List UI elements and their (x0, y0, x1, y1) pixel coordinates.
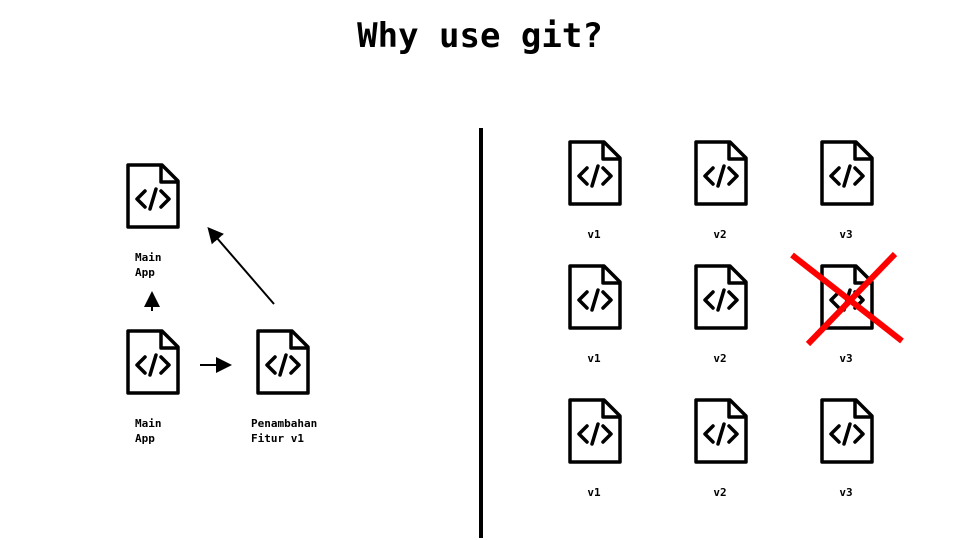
version-label: v2 (713, 486, 727, 499)
version-label: v1 (587, 352, 601, 365)
code-file-icon (125, 328, 181, 396)
version-label: v1 (587, 486, 601, 499)
code-file-icon (693, 139, 749, 207)
code-file-icon (567, 397, 623, 465)
version-label: v3 (839, 228, 853, 241)
version-label: v3 (839, 486, 853, 499)
code-file-icon (567, 139, 623, 207)
code-file-icon (567, 263, 623, 331)
version-label: v1 (587, 228, 601, 241)
code-file-icon (125, 162, 181, 230)
node-label-feature: Penambahan Fitur v1 (251, 417, 318, 445)
code-file-icon (819, 139, 875, 207)
arrow-diagonal-icon (207, 226, 275, 305)
code-file-icon (693, 397, 749, 465)
version-label: v2 (713, 352, 727, 365)
code-file-icon (819, 397, 875, 465)
code-file-icon (819, 263, 875, 331)
code-file-icon (693, 263, 749, 331)
version-label: v2 (713, 228, 727, 241)
node-label-main-app-bottom: Main App (135, 417, 162, 445)
version-label: v3 (839, 352, 853, 365)
page-title: Why use git? (357, 16, 603, 56)
code-file-icon (255, 328, 311, 396)
node-label-main-app-top: Main App (135, 251, 162, 279)
vertical-divider (479, 128, 483, 538)
